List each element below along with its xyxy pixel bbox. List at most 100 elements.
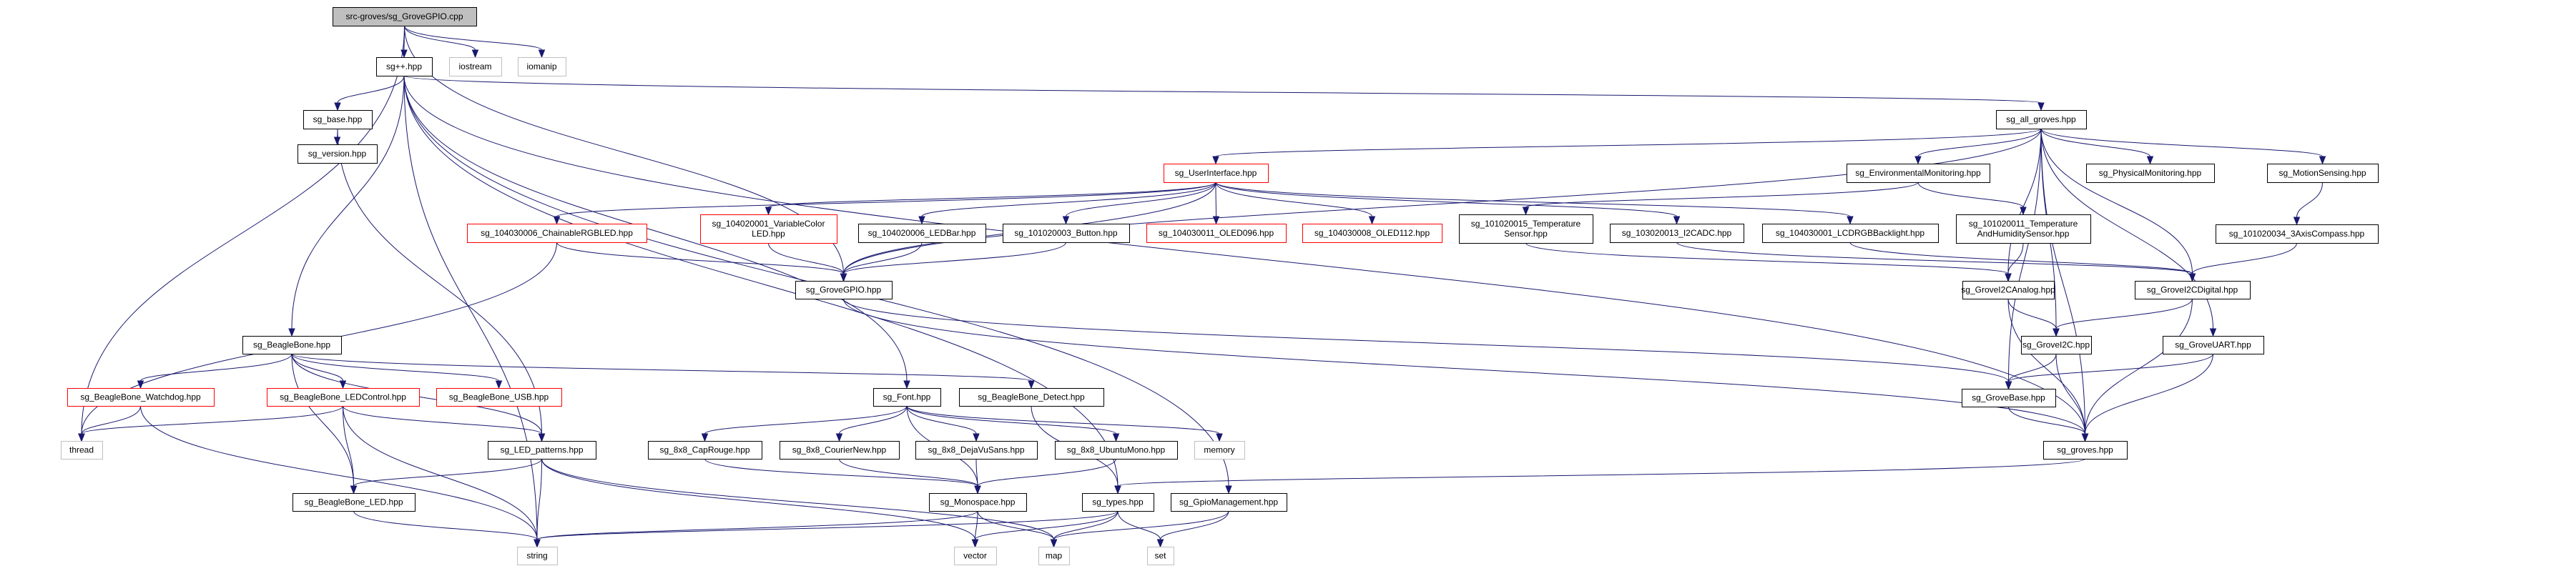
edge-line (839, 458, 978, 487)
edge-bbledcontrol-to-ledpatterns (343, 405, 546, 442)
node-box (2216, 224, 2379, 244)
edge-arrowhead-icon (2188, 273, 2196, 282)
node-label: sg_104030008_OLED112.hpp (1314, 228, 1430, 238)
node-ledbar[interactable]: sg_104020006_LEDBar.hpp (858, 224, 986, 243)
node-physmon[interactable]: sg_PhysicalMonitoring.hpp (2086, 164, 2215, 183)
edge-i2cdigital-to-groves (2081, 298, 2193, 442)
edge-line (536, 510, 978, 540)
node-label: sg_8x8_UbuntuMono.hpp (1067, 445, 1166, 455)
edge-line (140, 405, 538, 540)
edge-motion-to-compass (2293, 182, 2323, 226)
node-ubuntumono[interactable]: sg_8x8_UbuntuMono.hpp (1055, 441, 1178, 460)
edge-varled-to-gpio (768, 242, 847, 282)
node-ledpatterns[interactable]: sg_LED_patterns.hpp (488, 441, 596, 460)
edge-arrowhead-icon (471, 49, 479, 59)
edge-bbwatchdog-to-thread (78, 405, 141, 442)
node-grovebase[interactable]: sg_GroveBase.hpp (1962, 389, 2056, 407)
node-i2cadc[interactable]: sg_103020013_I2CADC.hpp (1610, 224, 1744, 243)
node-root[interactable]: src-groves/sg_GroveGPIO.cpp (333, 7, 477, 26)
edge-arrowhead-icon (2037, 102, 2045, 111)
node-button[interactable]: sg_101020003_Button.hpp (1003, 224, 1130, 243)
node-bbdetect[interactable]: sg_BeagleBone_Detect.hpp (959, 388, 1104, 407)
node-i2c[interactable]: sg_GroveI2C.hpp (2021, 336, 2092, 354)
node-types[interactable]: sg_types.hpp (1082, 493, 1154, 512)
edge-line (140, 353, 292, 382)
edge-line (906, 405, 977, 435)
edge-groves-to-types (1114, 458, 2085, 495)
node-box (1459, 214, 1593, 244)
node-base[interactable]: sg_base.hpp (303, 110, 373, 129)
node-label: sg_8x8_CourierNew.hpp (792, 445, 887, 455)
node-box (1762, 224, 1939, 243)
node-bbledcontrol[interactable]: sg_BeagleBone_LEDControl.hpp (267, 388, 420, 407)
edge-i2canalog-to-i2c (2007, 298, 2060, 337)
node-set: set (1147, 547, 1174, 565)
edge-line (403, 75, 908, 382)
node-label: sg_UserInterface.hpp (1175, 168, 1257, 178)
node-box (858, 224, 986, 243)
edge-arrowhead-icon (288, 328, 295, 337)
node-lcdrgb[interactable]: sg_104030001_LCDRGBBacklight.hpp (1762, 224, 1939, 243)
node-font[interactable]: sg_Font.hpp (873, 388, 941, 407)
node-bbled[interactable]: sg_BeagleBone_LED.hpp (292, 493, 416, 512)
node-monospace[interactable]: sg_Monospace.hpp (929, 493, 1027, 512)
node-box (1038, 547, 1070, 565)
node-ui[interactable]: sg_UserInterface.hpp (1164, 164, 1269, 183)
node-gpiomgmt[interactable]: sg_GpioManagement.hpp (1171, 493, 1287, 512)
edge-arrowhead-icon (534, 539, 541, 548)
node-bbusb[interactable]: sg_BeagleBone_USB.hpp (436, 388, 562, 407)
node-i2cdigital[interactable]: sg_GroveI2CDigital.hpp (2135, 281, 2251, 299)
edge-bbledcontrol-to-string (343, 405, 541, 548)
edge-line (906, 405, 1116, 435)
node-beaglebone[interactable]: sg_BeagleBone.hpp (242, 336, 342, 354)
edge-line (337, 75, 405, 104)
node-label: sg_103020013_I2CADC.hpp (1622, 228, 1732, 238)
node-oled112[interactable]: sg_104030008_OLED112.hpp (1302, 224, 1442, 243)
edge-line (556, 182, 1216, 217)
edge-gpiomgmt-to-map (1050, 510, 1229, 548)
node-dejavusans[interactable]: sg_8x8_DejaVuSans.hpp (915, 441, 1038, 460)
edge-line (975, 510, 978, 540)
node-sgpp[interactable]: sg++.hpp (376, 57, 433, 76)
node-chainrgb[interactable]: sg_104030006_ChainableRGBLED.hpp (467, 224, 647, 243)
node-envmon[interactable]: sg_EnvironmentalMonitoring.hpp (1847, 164, 1990, 183)
node-motion[interactable]: sg_MotionSensing.hpp (2267, 164, 2379, 183)
node-box (67, 388, 215, 407)
node-map: map (1038, 547, 1070, 565)
node-memory: memory (1194, 441, 1245, 460)
node-box (1962, 389, 2056, 407)
node-couriernew[interactable]: sg_8x8_CourierNew.hpp (780, 441, 900, 460)
node-caprouge[interactable]: sg_8x8_CapRouge.hpp (648, 441, 762, 460)
node-box (267, 388, 420, 407)
node-i2canalog[interactable]: sg_GroveI2CAnalog.hpp (1961, 281, 2055, 299)
node-box (517, 547, 558, 565)
node-uart[interactable]: sg_GroveUART.hpp (2163, 336, 2264, 354)
edge-line (541, 458, 975, 540)
edge-allgroves-to-ui (1212, 128, 2042, 165)
node-box (2267, 164, 2379, 183)
node-box (518, 57, 566, 76)
node-string: string (517, 547, 558, 565)
edge-arrowhead-icon (2319, 156, 2326, 165)
edge-bbledcontrol-to-bbled (343, 405, 358, 495)
edge-chainrgb-to-gpio (556, 242, 847, 282)
node-groves[interactable]: sg_groves.hpp (2043, 441, 2128, 460)
node-label: LED.hpp (752, 229, 785, 239)
edge-arrowhead-icon (835, 433, 843, 442)
node-bbwatchdog[interactable]: sg_BeagleBone_Watchdog.hpp (67, 388, 215, 407)
node-compass[interactable]: sg_101020034_3AxisCompass.hpp (2216, 224, 2379, 244)
node-oled096[interactable]: sg_104030011_OLED096.hpp (1146, 224, 1287, 243)
edge-caprouge-to-monospace (704, 458, 981, 495)
node-temphum[interactable]: sg_101020011_TemperatureAndHumiditySenso… (1956, 214, 2091, 244)
edge-line (768, 242, 844, 274)
node-allgroves[interactable]: sg_all_groves.hpp (1996, 110, 2087, 129)
node-box (242, 336, 342, 354)
edge-line (536, 510, 1119, 540)
node-gpio[interactable]: sg_GroveGPIO.hpp (795, 281, 893, 299)
node-version[interactable]: sg_version.hpp (298, 144, 378, 164)
edge-line (1160, 510, 1229, 540)
edge-line (1849, 242, 2193, 274)
